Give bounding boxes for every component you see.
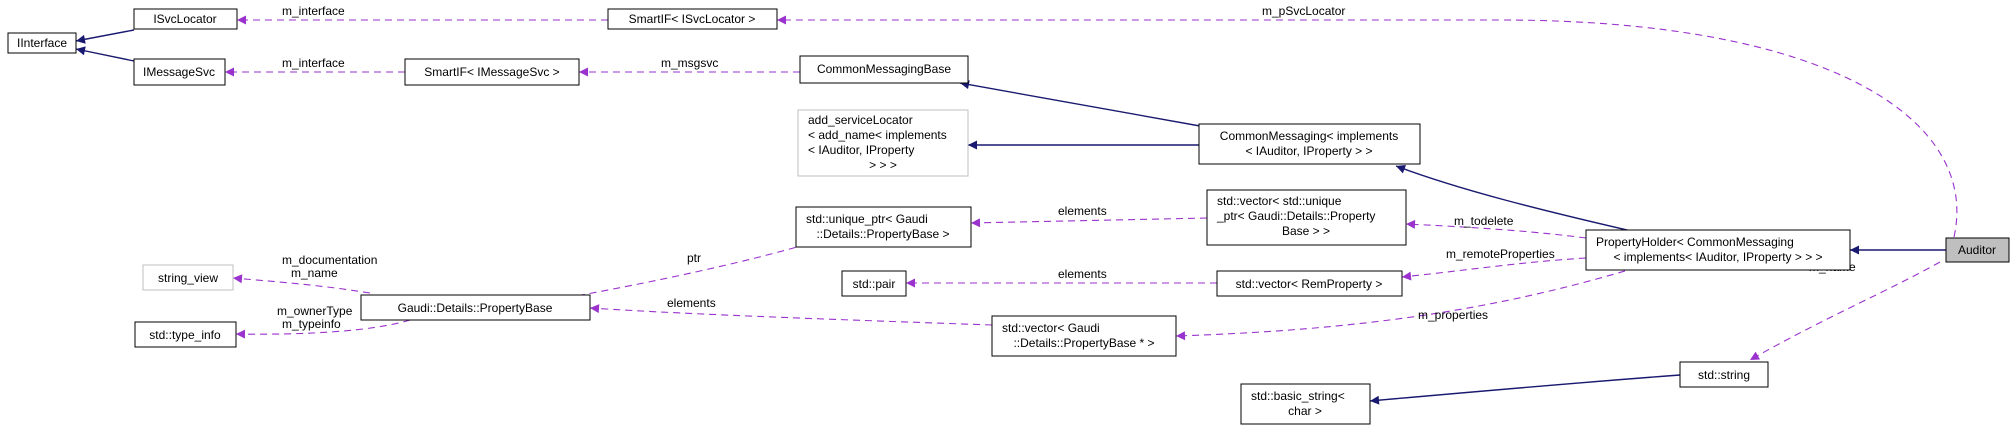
edge-propertybase-to-typeinfo xyxy=(235,319,411,339)
label-unique-elements: elements xyxy=(1058,204,1107,218)
edge-commonmessaging-to-commonmessagingbase xyxy=(959,80,1201,127)
label-typeinfo: m_typeinfo xyxy=(282,317,341,331)
node-vector-unique-line-1: std::vector< std::unique xyxy=(1217,194,1342,208)
edge-propertyholder-to-vectorunique xyxy=(1405,219,1587,239)
edge-auditor-to-stdstring xyxy=(1749,261,1941,361)
label-msgsvc: m_msgsvc xyxy=(661,56,718,70)
node-string-view-label: string_view xyxy=(158,271,218,285)
label-documentation: m_documentation xyxy=(282,253,377,267)
node-std-string[interactable]: std::string xyxy=(1679,361,1769,388)
node-isvclocator[interactable]: ISvcLocator xyxy=(133,8,238,30)
node-common-messaging-base[interactable]: CommonMessagingBase xyxy=(799,55,969,84)
label-propbase-elements: elements xyxy=(667,296,716,310)
node-vector-propbase-line-2: ::Details::PropertyBase * > xyxy=(1013,336,1154,350)
node-smartif-isvclocator-label: SmartIF< ISvcLocator > xyxy=(629,12,756,26)
node-iinterface-label: IInterface xyxy=(17,36,67,50)
node-smartif-isvclocator[interactable]: SmartIF< ISvcLocator > xyxy=(607,8,778,30)
node-common-messaging-line-1: CommonMessaging< implements xyxy=(1220,129,1398,143)
node-auditor-label: Auditor xyxy=(1958,243,1996,257)
node-unique-ptr[interactable]: std::unique_ptr< Gaudi ::Details::Proper… xyxy=(795,206,972,248)
node-vector-propbase[interactable]: std::vector< Gaudi ::Details::PropertyBa… xyxy=(991,315,1177,357)
edge-propertyholder-to-vectorpropbase xyxy=(1175,263,1649,341)
node-unique-ptr-line-1: std::unique_ptr< Gaudi xyxy=(806,212,928,226)
label-isvclocator-interface: m_interface xyxy=(282,4,345,18)
node-unique-ptr-line-2: ::Details::PropertyBase > xyxy=(816,227,949,241)
label-svclocator: m_pSvcLocator xyxy=(1262,4,1345,18)
node-isvclocator-label: ISvcLocator xyxy=(153,12,216,26)
usage-edges xyxy=(225,15,1958,361)
node-std-pair[interactable]: std::pair xyxy=(841,270,907,297)
node-add-servicelocator[interactable]: add_serviceLocator < add_name< implement… xyxy=(797,109,969,177)
node-smartif-imessagesvc[interactable]: SmartIF< IMessageSvc > xyxy=(404,58,580,86)
node-common-messaging-line-2: < IAuditor, IProperty > > xyxy=(1245,144,1372,158)
node-property-base[interactable]: Gaudi::Details::PropertyBase xyxy=(360,294,591,321)
label-owner-type: m_ownerType xyxy=(277,304,353,318)
node-vector-unique-line-3: Base > > xyxy=(1282,224,1330,238)
node-vector-unique[interactable]: std::vector< std::unique _ptr< Gaudi::De… xyxy=(1206,189,1407,246)
node-vector-remprop[interactable]: std::vector< RemProperty > xyxy=(1216,270,1403,297)
node-vector-remprop-label: std::vector< RemProperty > xyxy=(1236,277,1383,291)
node-imessagesvc-label: IMessageSvc xyxy=(143,65,215,79)
label-properties: m_properties xyxy=(1418,308,1488,322)
node-add-servicelocator-line-3: < IAuditor, IProperty xyxy=(808,143,914,157)
edge-propertyholder-to-commonmessaging xyxy=(1395,164,1641,234)
node-vector-propbase-line-1: std::vector< Gaudi xyxy=(1002,321,1100,335)
node-string-view[interactable]: string_view xyxy=(142,264,234,291)
label-remote-properties: m_remoteProperties xyxy=(1446,247,1555,261)
node-add-servicelocator-line-1: add_serviceLocator xyxy=(808,113,913,127)
node-vector-unique-line-2: _ptr< Gaudi::Details::Property xyxy=(1216,209,1375,223)
node-imessagesvc[interactable]: IMessageSvc xyxy=(133,58,226,86)
edge-uniqueptr-to-propertybase xyxy=(547,236,831,304)
node-basic-string-line-1: std::basic_string< xyxy=(1251,389,1345,403)
edge-auditor-to-smartif-svclocator xyxy=(777,15,1958,238)
edge-vectorunique-to-uniqueptr xyxy=(970,217,1208,228)
label-ptr: ptr xyxy=(687,251,701,265)
node-std-string-label: std::string xyxy=(1698,368,1750,382)
node-common-messaging-base-label: CommonMessagingBase xyxy=(817,62,951,76)
node-std-pair-label: std::pair xyxy=(853,277,896,291)
inheritance-edges xyxy=(75,29,1946,405)
label-name: m_name xyxy=(291,266,338,280)
node-type-info[interactable]: std::type_info xyxy=(134,321,237,348)
node-iinterface[interactable]: IInterface xyxy=(7,32,77,54)
edge-vectorpropbase-to-propertybase xyxy=(589,304,993,326)
node-basic-string[interactable]: std::basic_string< char > xyxy=(1240,383,1371,425)
edge-stdstring-to-basicstring xyxy=(1369,374,1681,405)
node-basic-string-line-2: char > xyxy=(1288,404,1322,418)
label-imessagesvc-interface: m_interface xyxy=(282,56,345,70)
node-type-info-label: std::type_info xyxy=(149,328,221,342)
node-auditor[interactable]: Auditor xyxy=(1945,237,2010,263)
node-add-servicelocator-line-2: < add_name< implements xyxy=(808,128,947,142)
edge-labels: m_interface m_interface m_pSvcLocator m_… xyxy=(277,4,1856,331)
node-property-holder[interactable]: PropertyHolder< CommonMessaging < implem… xyxy=(1585,229,1851,271)
label-pair-elements: elements xyxy=(1058,267,1107,281)
node-smartif-imessagesvc-label: SmartIF< IMessageSvc > xyxy=(424,65,559,79)
edge-propertybase-to-stringview xyxy=(232,274,371,294)
node-property-base-label: Gaudi::Details::PropertyBase xyxy=(398,301,553,315)
edge-isvclocator-to-iinterface xyxy=(75,29,135,44)
node-property-holder-line-1: PropertyHolder< CommonMessaging xyxy=(1596,235,1794,249)
edge-imessagesvc-to-iinterface xyxy=(75,46,135,62)
label-todelete: m_todelete xyxy=(1454,214,1514,228)
node-add-servicelocator-line-4: > > > xyxy=(869,158,897,172)
node-common-messaging[interactable]: CommonMessaging< implements < IAuditor, … xyxy=(1198,123,1421,165)
edge-propertyholder-to-vectorremprop xyxy=(1401,257,1587,281)
node-property-holder-line-2: < implements< IAuditor, IProperty > > > xyxy=(1613,250,1822,264)
